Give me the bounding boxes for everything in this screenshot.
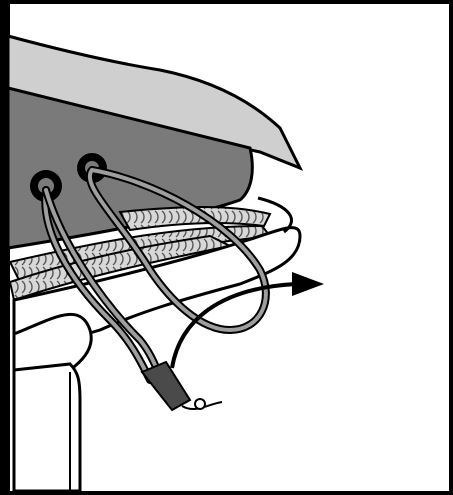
cable-knot — [195, 399, 205, 409]
